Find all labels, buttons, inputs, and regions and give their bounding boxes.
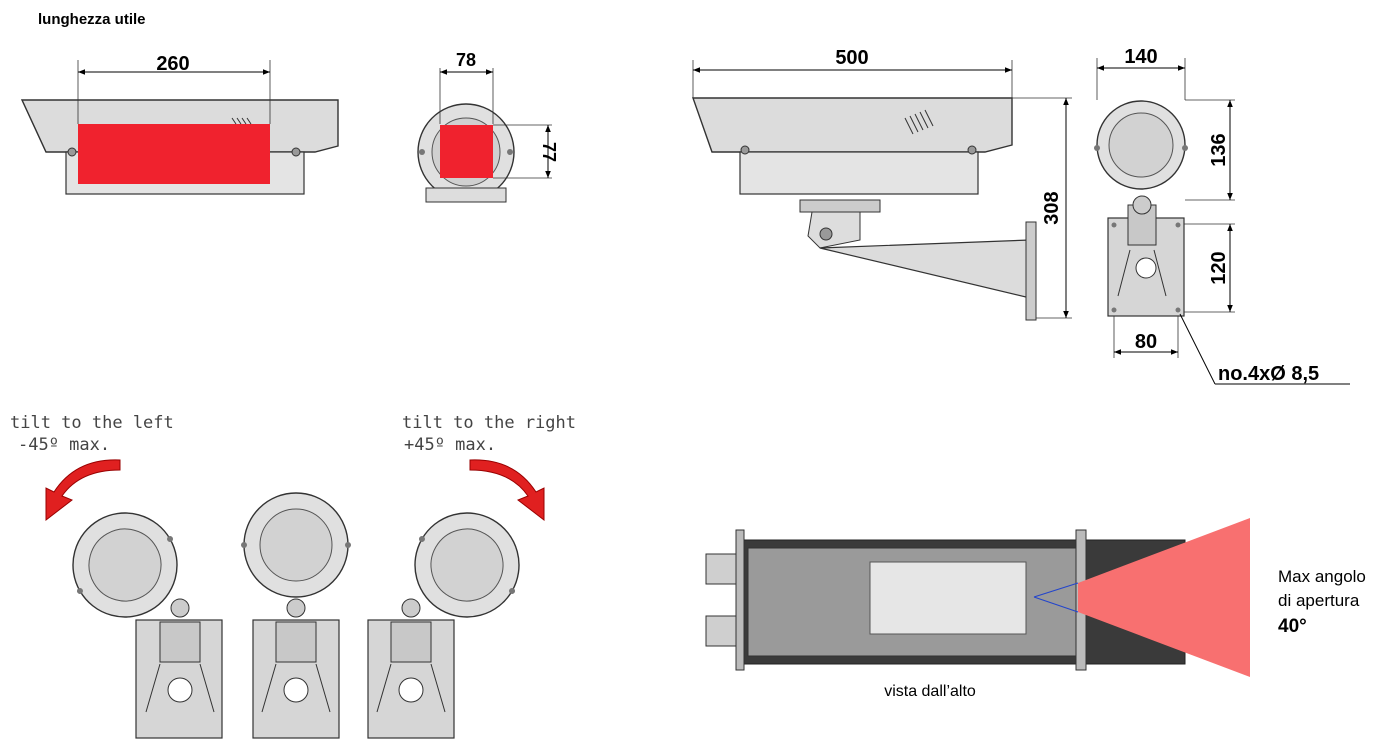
front-useful-area: [440, 125, 493, 178]
front-view-large: [1094, 58, 1350, 385]
tilt-right-line1: tilt to the right: [402, 413, 576, 433]
camera-center: [241, 492, 351, 739]
holes-label: no.4xØ 8,5: [1218, 363, 1319, 385]
dim-500: 500: [835, 47, 868, 69]
angle-line2: di apertura: [1278, 591, 1360, 610]
tilt-left-line1: tilt to the left: [10, 413, 174, 433]
camera-tilt-right: [367, 512, 520, 739]
view-cone: [1078, 518, 1250, 677]
angle-value: 40°: [1278, 616, 1307, 637]
camera-tilt-left: [72, 512, 223, 739]
dim-260: 260: [156, 53, 189, 75]
dim-140: 140: [1124, 46, 1157, 68]
angle-line1: Max angolo: [1278, 567, 1366, 586]
dim-308: 308: [1041, 191, 1063, 224]
useful-length-area: [78, 124, 270, 184]
side-view-small: [20, 60, 339, 195]
dim-120: 120: [1208, 251, 1230, 284]
tilt-left-arrow-icon: [45, 459, 121, 522]
tilt-right-arrow-icon: [469, 459, 545, 522]
front-view-small: [417, 68, 552, 203]
top-view-caption: vista dall’alto: [884, 683, 976, 700]
dim-78: 78: [456, 50, 476, 70]
tilt-right-line2: +45º max.: [404, 435, 496, 455]
dim-136: 136: [1208, 133, 1230, 166]
dim-77: 77: [539, 142, 559, 162]
title-label: lunghezza utile: [38, 11, 146, 28]
side-view-large: [692, 60, 1072, 321]
tilt-left-line2: -45º max.: [18, 435, 110, 455]
dim-80: 80: [1135, 331, 1157, 353]
top-view: [705, 518, 1250, 677]
